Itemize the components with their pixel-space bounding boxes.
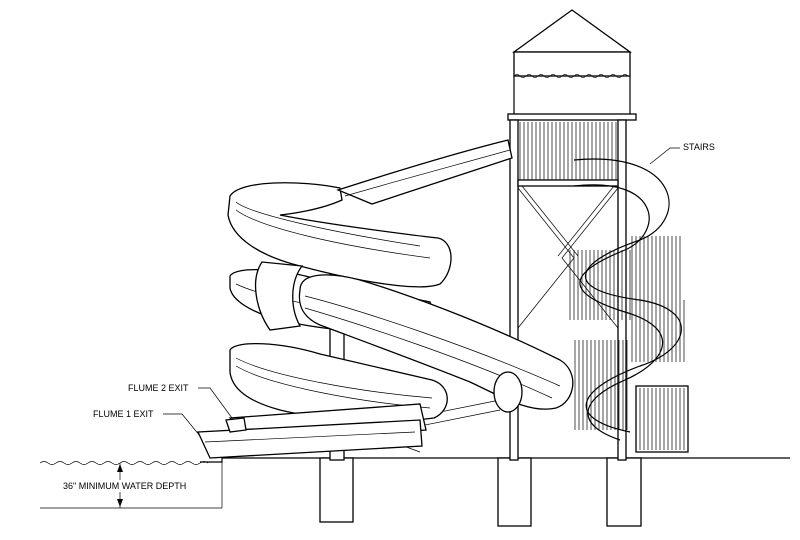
flume-exits (197, 417, 423, 459)
flume-1-exit-label: FLUME 1 EXIT (93, 409, 154, 419)
water-depth-label: 36" MINIMUM WATER DEPTH (63, 481, 186, 491)
ground-line (200, 457, 790, 508)
flume-2-exit-label: FLUME 2 EXIT (128, 383, 189, 393)
tube-flume (254, 261, 574, 413)
callout-leaders (163, 147, 680, 437)
water-surface (39, 461, 222, 509)
spiral-stairs (569, 158, 689, 453)
footings (319, 457, 642, 527)
open-flume-upper (227, 139, 513, 288)
water-depth-dimension (62, 463, 180, 508)
stairs-label: STAIRS (683, 142, 715, 152)
